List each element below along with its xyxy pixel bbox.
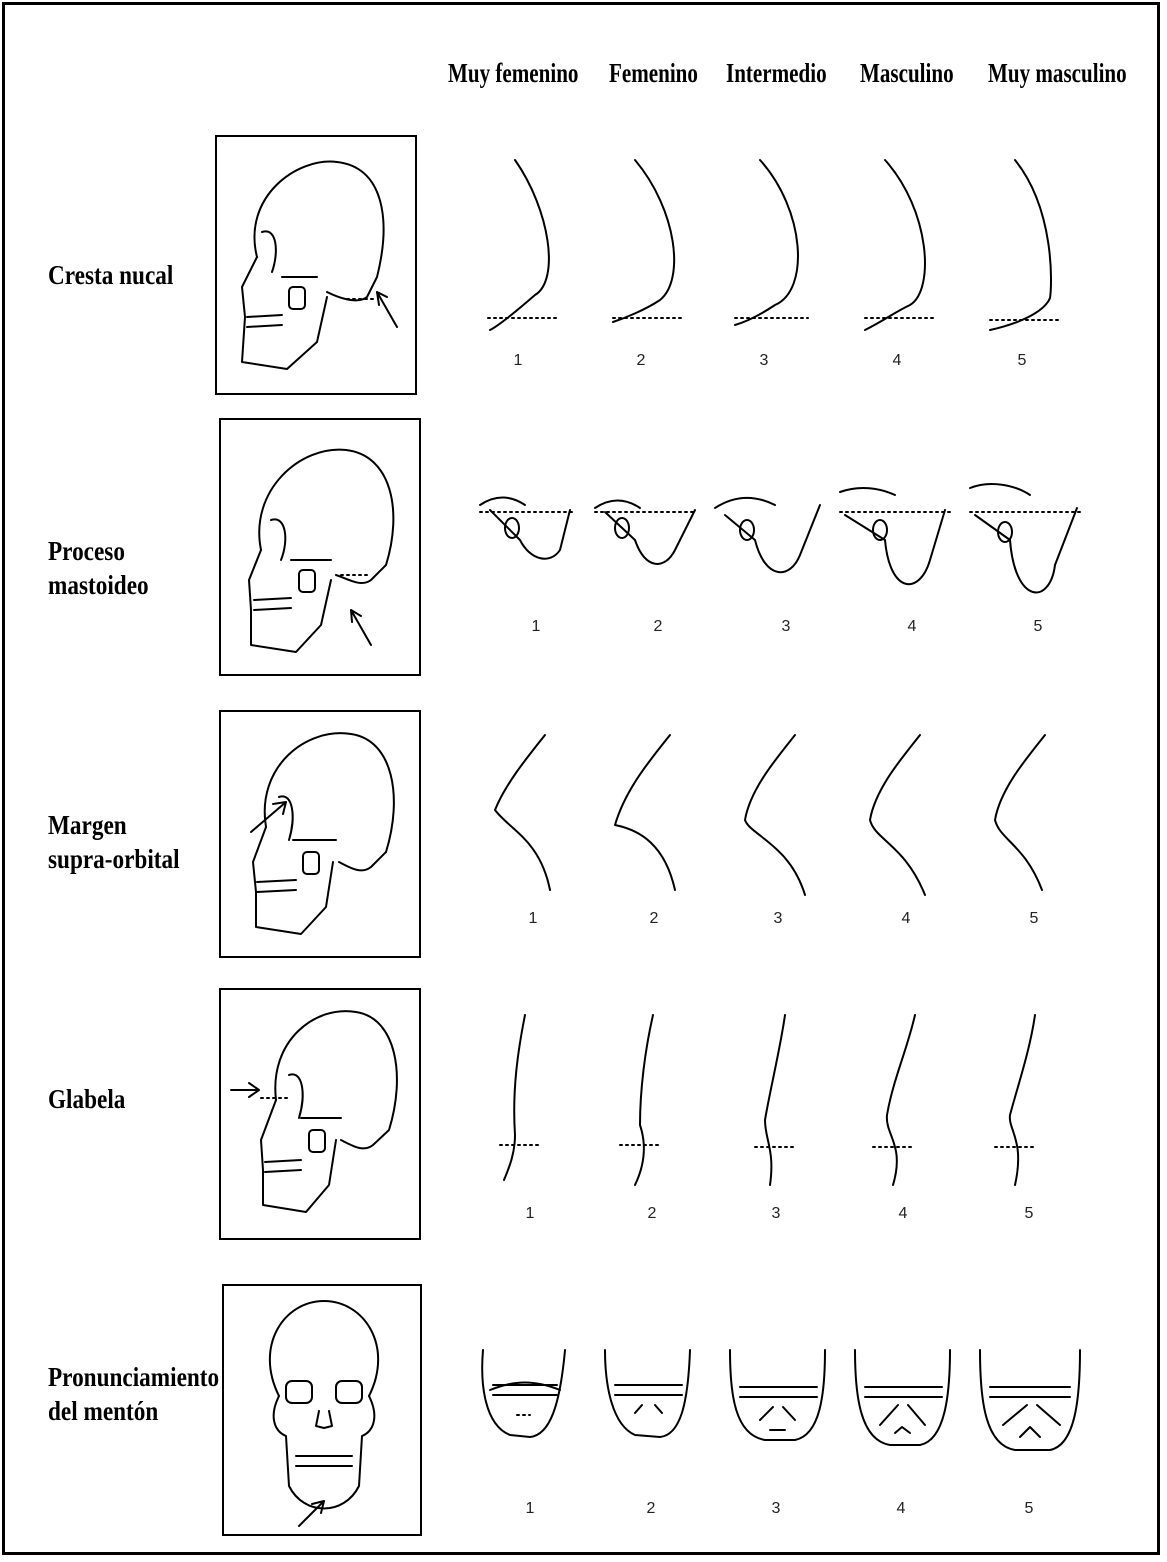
row-label-mental-eminence: Pronunciamiento del mentón bbox=[48, 1360, 219, 1428]
glabella-variant-1 bbox=[500, 1015, 540, 1180]
glabella-variant-5 bbox=[995, 1015, 1035, 1185]
glabella-variant-2 bbox=[620, 1015, 660, 1185]
row-label-glabella: Glabela bbox=[48, 1082, 125, 1116]
row-label-line: del mentón bbox=[48, 1394, 219, 1428]
mastoid-variant-1 bbox=[480, 498, 575, 559]
mastoid-variant-4 bbox=[840, 488, 950, 584]
mental-eminence-variant-4 bbox=[855, 1350, 950, 1445]
mental-eminence-variant-1 bbox=[482, 1350, 565, 1437]
row-label-line: Proceso bbox=[48, 534, 149, 568]
score-label: 3 bbox=[782, 618, 791, 636]
lateral-skull-icon bbox=[221, 712, 423, 960]
score-label: 1 bbox=[526, 1500, 535, 1518]
row-label-line: Glabela bbox=[48, 1082, 125, 1116]
score-label: 2 bbox=[647, 1500, 656, 1518]
mastoid-variants bbox=[470, 480, 1090, 610]
glabella-variants bbox=[490, 1010, 1050, 1190]
reference-skull-nuchal-crest bbox=[215, 135, 417, 395]
row-label-mastoid-process: Proceso mastoideo bbox=[48, 534, 149, 602]
lateral-skull-icon bbox=[217, 137, 419, 397]
score-label: 5 bbox=[1025, 1205, 1034, 1223]
score-label: 3 bbox=[774, 910, 783, 928]
row-label-line: Pronunciamiento bbox=[48, 1360, 219, 1394]
score-label: 1 bbox=[514, 352, 523, 370]
score-label: 5 bbox=[1018, 352, 1027, 370]
nuchal-crest-variant-4 bbox=[865, 160, 935, 330]
score-label: 2 bbox=[637, 352, 646, 370]
supraorbital-variant-4 bbox=[870, 735, 925, 895]
score-label: 5 bbox=[1025, 1500, 1034, 1518]
mental-eminence-variant-2 bbox=[605, 1350, 690, 1437]
row-label-line: Margen bbox=[48, 808, 180, 842]
score-label: 2 bbox=[650, 910, 659, 928]
score-label: 1 bbox=[532, 618, 541, 636]
glabella-variant-4 bbox=[873, 1015, 915, 1185]
nuchal-crest-variant-2 bbox=[613, 160, 685, 322]
mastoid-variant-2 bbox=[595, 501, 695, 564]
mental-eminence-variants bbox=[475, 1345, 1095, 1465]
lateral-skull-icon bbox=[221, 420, 423, 678]
score-label: 4 bbox=[899, 1205, 908, 1223]
supraorbital-variants bbox=[480, 730, 1100, 900]
lateral-skull-icon bbox=[221, 990, 423, 1242]
row-label-nuchal-crest: Cresta nucal bbox=[48, 258, 173, 292]
column-header-intermediate: Intermedio bbox=[726, 58, 827, 89]
mental-eminence-variant-5 bbox=[980, 1350, 1080, 1450]
supraorbital-variant-1 bbox=[495, 735, 550, 890]
reference-skull-frontal bbox=[222, 1284, 422, 1536]
column-header-very-feminine: Muy femenino bbox=[448, 58, 578, 89]
nuchal-crest-variant-3 bbox=[735, 160, 808, 325]
score-label: 2 bbox=[654, 618, 663, 636]
mastoid-variant-5 bbox=[970, 484, 1080, 592]
nuchal-crest-variants bbox=[480, 150, 1140, 350]
row-label-line: supra-orbital bbox=[48, 842, 180, 876]
score-label: 4 bbox=[908, 618, 917, 636]
mastoid-variant-3 bbox=[715, 498, 820, 572]
nuchal-crest-variant-5 bbox=[990, 160, 1062, 330]
nuchal-crest-variant-1 bbox=[488, 160, 560, 330]
score-label: 4 bbox=[893, 352, 902, 370]
row-label-supraorbital-margin: Margen supra-orbital bbox=[48, 808, 180, 876]
score-label: 3 bbox=[772, 1500, 781, 1518]
reference-skull-supraorbital bbox=[219, 710, 421, 958]
glabella-variant-3 bbox=[755, 1015, 795, 1185]
supraorbital-variant-2 bbox=[615, 735, 675, 890]
reference-skull-glabella bbox=[219, 988, 421, 1240]
score-label: 4 bbox=[897, 1500, 906, 1518]
row-label-line: Cresta nucal bbox=[48, 258, 173, 292]
frontal-skull-icon bbox=[224, 1286, 424, 1538]
score-label: 5 bbox=[1034, 618, 1043, 636]
score-label: 1 bbox=[526, 1205, 535, 1223]
score-label: 3 bbox=[760, 352, 769, 370]
column-header-very-masculine: Muy masculino bbox=[988, 58, 1127, 89]
column-header-feminine: Femenino bbox=[609, 58, 698, 89]
score-label: 2 bbox=[648, 1205, 657, 1223]
row-label-line: mastoideo bbox=[48, 568, 149, 602]
score-label: 1 bbox=[529, 910, 538, 928]
supraorbital-variant-3 bbox=[745, 735, 805, 895]
score-label: 4 bbox=[902, 910, 911, 928]
reference-skull-mastoid bbox=[219, 418, 421, 676]
score-label: 3 bbox=[772, 1205, 781, 1223]
score-label: 5 bbox=[1030, 910, 1039, 928]
mental-eminence-variant-3 bbox=[730, 1350, 825, 1440]
supraorbital-variant-5 bbox=[995, 735, 1045, 890]
column-header-masculine: Masculino bbox=[860, 58, 954, 89]
